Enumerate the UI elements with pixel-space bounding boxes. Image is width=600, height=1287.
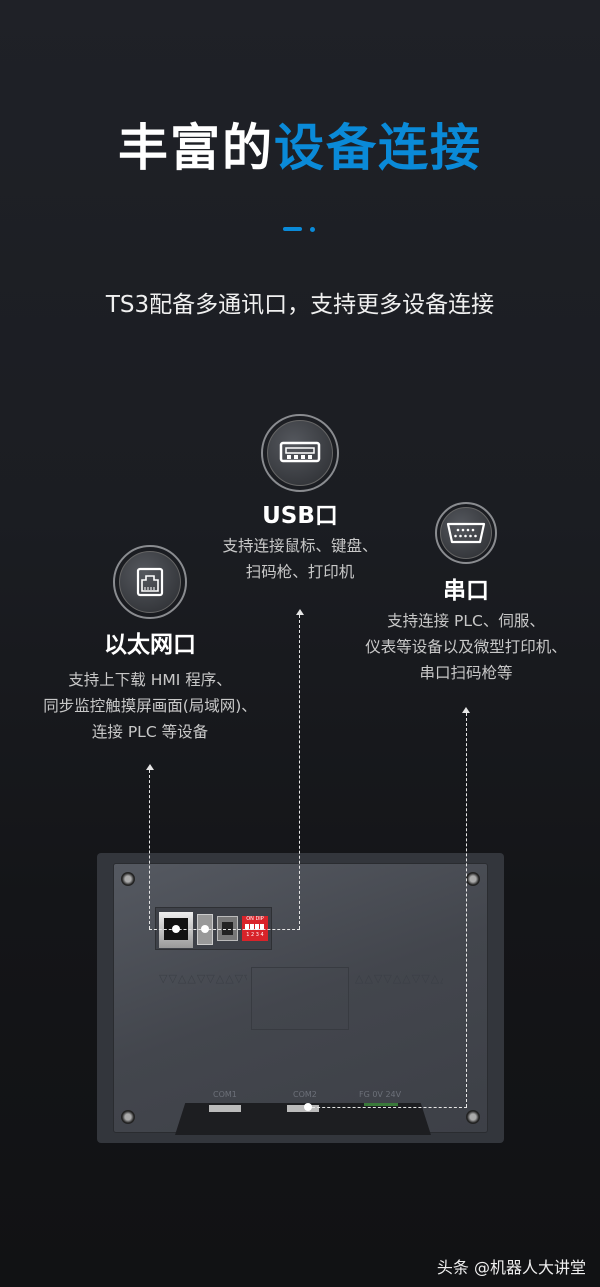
desc-line: 串口扫码枪等 — [419, 664, 513, 682]
feature-title-usb: USB口 — [262, 503, 338, 529]
desc-line: 支持上下载 HMI 程序、 — [68, 671, 232, 689]
ethernet-point — [172, 925, 180, 933]
serial-port-icon — [435, 502, 497, 564]
dip-numbers: 1 2 3 4 — [246, 932, 264, 938]
feature-desc-serial: 支持连接 PLC、伺服、 仪表等设备以及微型打印机、 串口扫码枪等 — [316, 608, 600, 686]
arrow-up-icon — [146, 764, 154, 770]
power-label: FG 0V 24V — [359, 1090, 402, 1099]
accent-dash — [283, 227, 302, 231]
subtitle: TS3配备多通讯口，支持更多设备连接 — [105, 292, 495, 318]
com1-label: COM1 — [213, 1090, 237, 1099]
desc-line: 扫码枪、打印机 — [245, 563, 355, 581]
feature-desc-ethernet: 支持上下载 HMI 程序、 同步监控触摸屏画面(局域网)、 连接 PLC 等设备 — [0, 667, 300, 745]
serial-horizontal-line — [307, 1107, 467, 1108]
feature-title-ethernet: 以太网口 — [104, 632, 196, 658]
serial-connector-line — [466, 713, 467, 1107]
desc-line: 连接 PLC 等设备 — [91, 723, 209, 741]
bottom-connector-recess — [175, 1103, 431, 1135]
vent-right: △△▽▽△△▽▽△△▽▽△△▽▽△△▽▽△△▽▽△△▽▽△△▽▽△△▽▽△△▽▽… — [355, 973, 443, 985]
label-area — [251, 967, 349, 1030]
desc-line: 支持连接 PLC、伺服、 — [387, 612, 545, 630]
feature-desc-usb: 支持连接鼠标、键盘、 扫码枪、打印机 — [150, 533, 450, 585]
desc-line: 支持连接鼠标、键盘、 — [222, 537, 378, 555]
screw — [121, 872, 135, 886]
page-title: 丰富的设备连接 — [0, 108, 600, 180]
desc-line: 仪表等设备以及微型打印机、 — [365, 638, 567, 656]
dip-switch: ON DIP 1 2 3 4 — [242, 916, 268, 941]
title-white: 丰富的 — [118, 119, 274, 177]
dip-label: ON DIP — [246, 916, 264, 922]
title-highlight: 设备连接 — [274, 119, 482, 177]
usb-port-icon — [261, 414, 339, 492]
arrow-up-icon — [296, 609, 304, 615]
screw — [121, 1110, 135, 1124]
com2-label: COM2 — [293, 1090, 317, 1099]
port-connector-line — [149, 929, 300, 930]
desc-line: 同步监控触摸屏画面(局域网)、 — [43, 697, 257, 715]
accent-dot — [310, 227, 315, 232]
hmi-device-back: ON DIP 1 2 3 4 ▽▽△△▽▽△△▽▽△△▽▽△△▽▽△△▽▽△△▽… — [97, 853, 504, 1143]
feature-title-serial: 串口 — [443, 578, 489, 604]
usb-point — [201, 925, 209, 933]
watermark: 头条 @机器人大讲堂 — [436, 1258, 586, 1277]
usb-connector-line — [299, 615, 300, 929]
screw — [466, 1110, 480, 1124]
ethernet-connector-line — [149, 770, 150, 929]
vent-left: ▽▽△△▽▽△△▽▽△△▽▽△△▽▽△△▽▽△△▽▽△△▽▽△△▽▽△△▽▽△△… — [159, 973, 247, 985]
screw — [466, 872, 480, 886]
usb-b-jack — [217, 916, 238, 941]
arrow-up-icon — [462, 707, 470, 713]
serial-point — [304, 1103, 312, 1111]
ethernet-port-icon — [113, 545, 187, 619]
